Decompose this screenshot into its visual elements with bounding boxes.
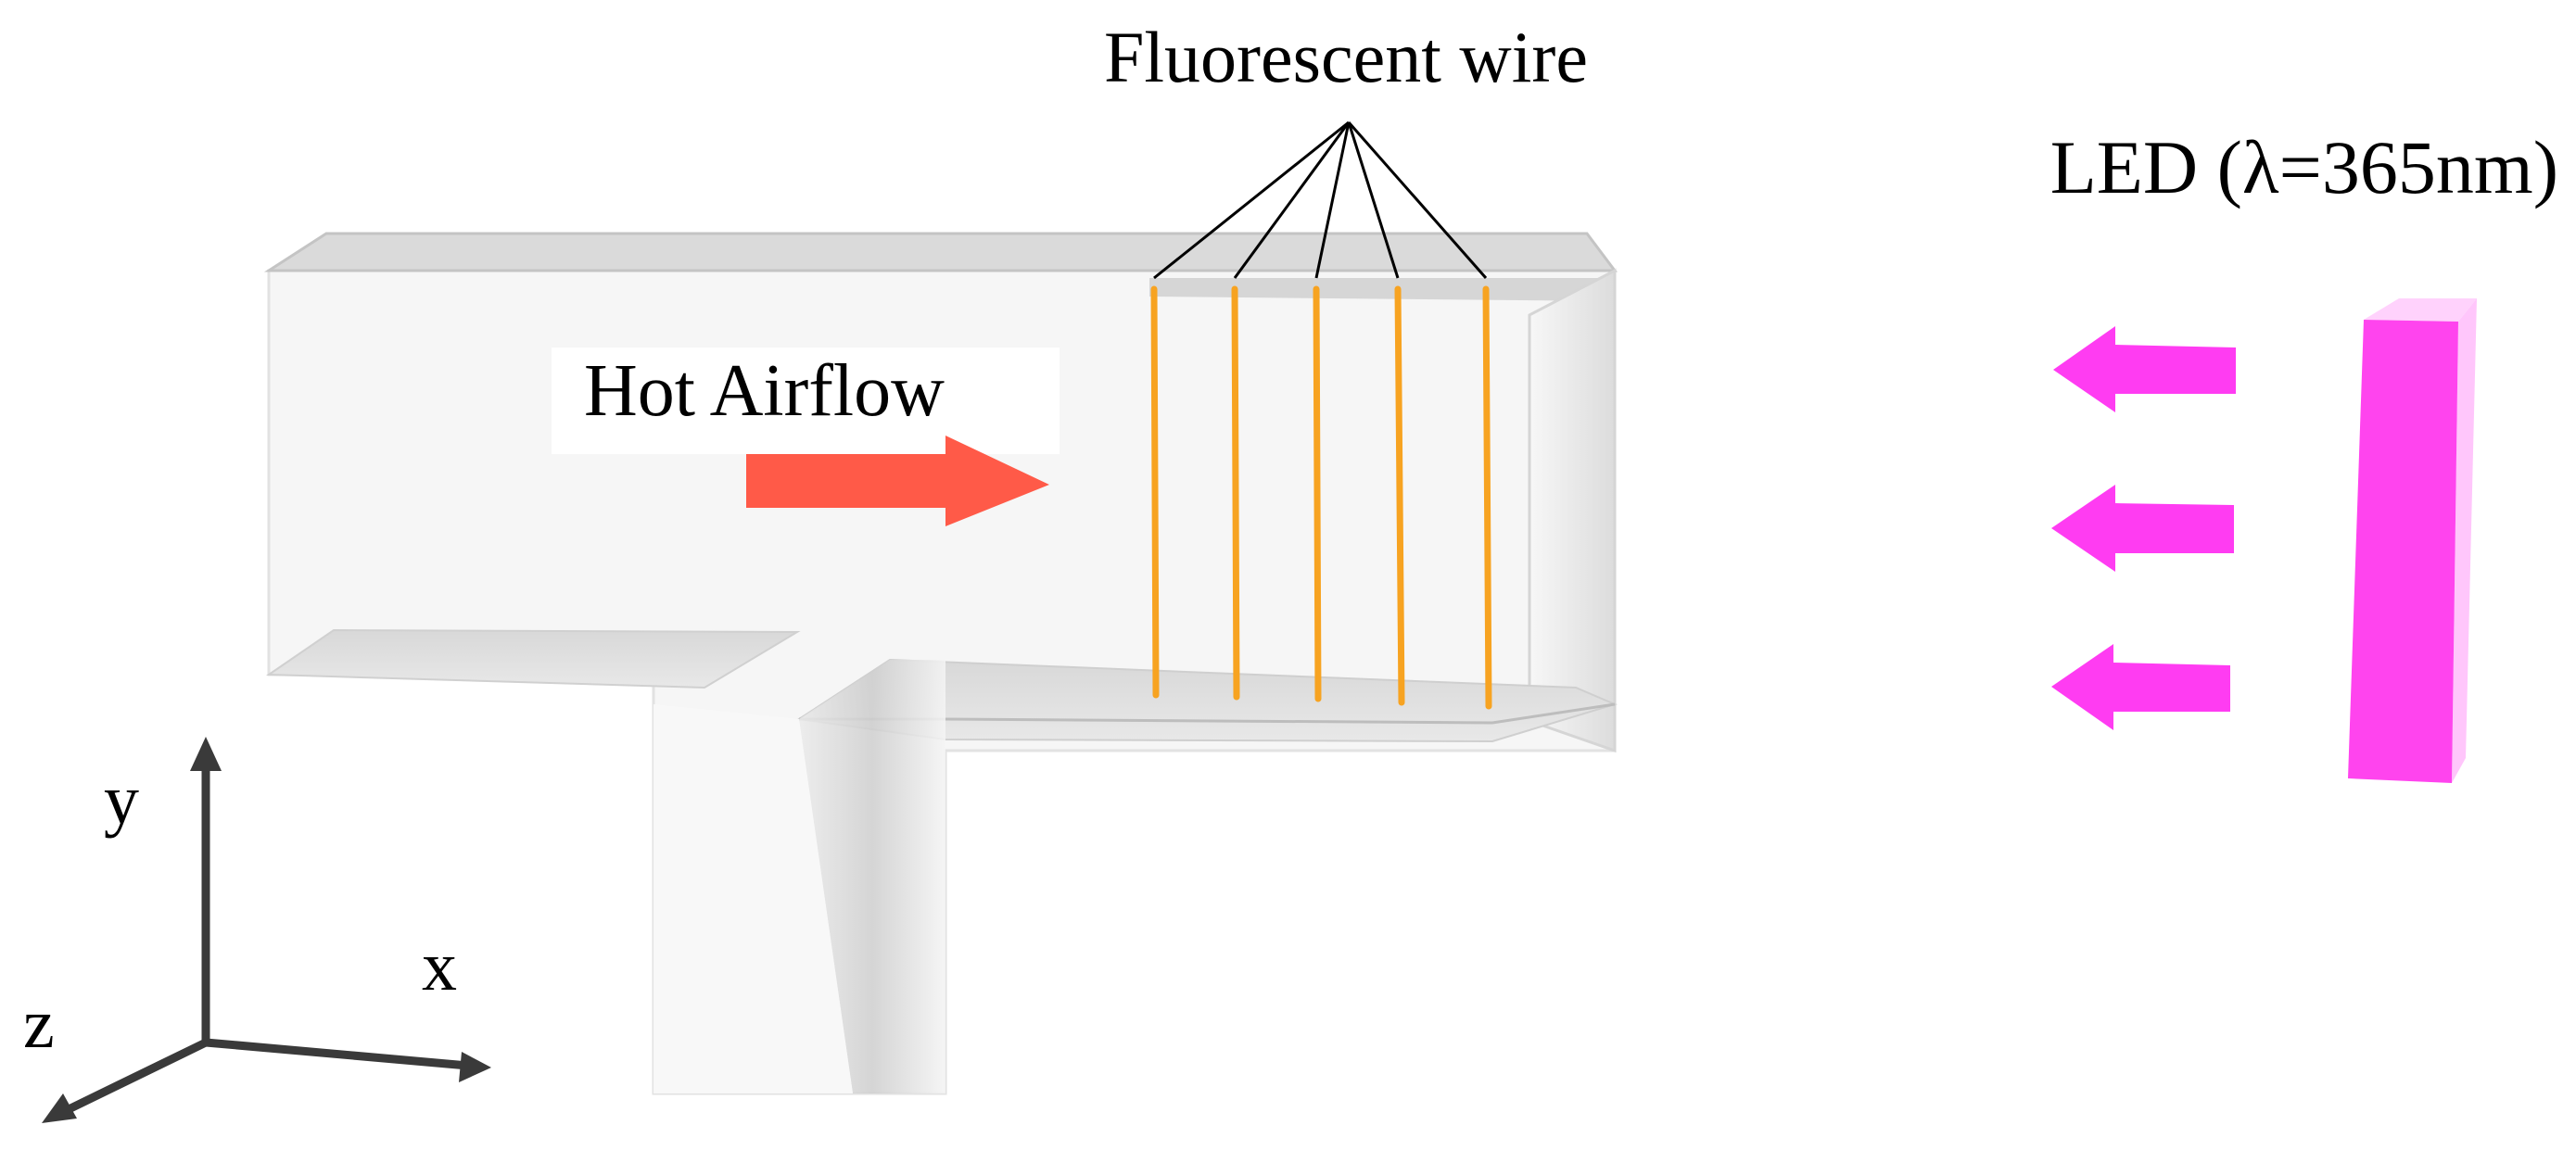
fluorescent-wires [1150, 285, 1492, 710]
fluorescent-wire [1394, 285, 1405, 706]
wire-leader-lines [1153, 120, 1488, 280]
z-axis-arrowhead [42, 1093, 77, 1123]
duct-left-floor [265, 628, 801, 689]
led-side-face [2452, 298, 2477, 783]
coordinate-axes [58, 753, 473, 1117]
led-light-arrows [2051, 326, 2236, 730]
duct-right-wall [1528, 268, 1617, 753]
led-light-arrow [2053, 326, 2236, 412]
led-front-face [2348, 320, 2458, 783]
duct-branch-front [654, 704, 853, 1093]
duct-top-inner-strip [1149, 278, 1615, 301]
x-axis-arrowhead [459, 1052, 491, 1082]
y-axis-arrowhead [190, 737, 222, 771]
axis-arrowheads [42, 737, 491, 1123]
fluorescent-wire [1313, 285, 1322, 702]
fluorescent-wire [1150, 285, 1160, 699]
z-axis-line [58, 1038, 210, 1117]
led-source [2348, 298, 2477, 783]
led-label: LED (λ=365nm) [2050, 125, 2558, 209]
axis-x-label: x [422, 928, 457, 1005]
duct-branch-wall [799, 660, 945, 1093]
axis-z-label: z [23, 985, 55, 1063]
hot-airflow-label-bg [552, 348, 1060, 454]
fluorescent-wire [1482, 285, 1492, 710]
led-light-arrow [2051, 644, 2230, 730]
fluorescent-wire-label: Fluorescent wire [1104, 17, 1588, 97]
led-light-arrow [2051, 485, 2234, 572]
fluorescent-wire [1231, 285, 1240, 701]
axis-y-label: y [104, 761, 139, 839]
hot-airflow-arrow [746, 436, 1049, 526]
x-axis-line [201, 1038, 473, 1070]
hot-airflow-label: Hot Airflow [584, 350, 945, 432]
duct [263, 232, 1618, 1095]
led-top-face [2364, 298, 2477, 322]
duct-top-face [263, 232, 1618, 272]
